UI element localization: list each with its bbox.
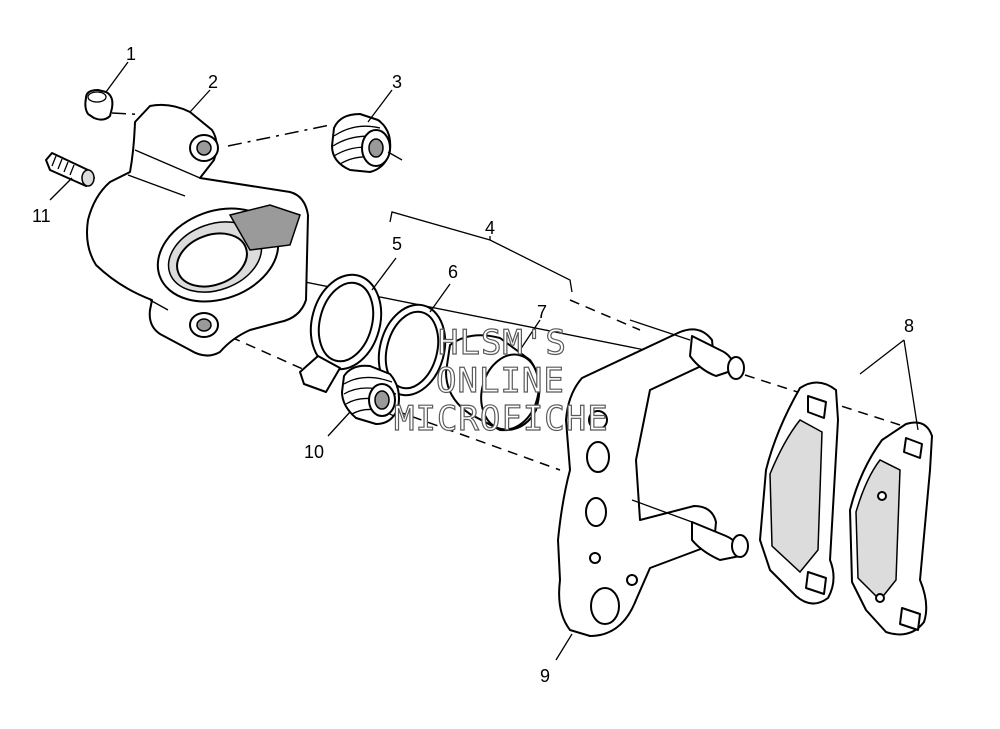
part-label-11: 11 bbox=[32, 206, 51, 226]
part-label-7: 7 bbox=[537, 302, 547, 322]
part-label-1: 1 bbox=[126, 44, 136, 64]
watermark: HLSM'S ONLINE MICROFICHE bbox=[393, 322, 609, 439]
watermark-line-2: ONLINE bbox=[436, 361, 565, 401]
part-label-8: 8 bbox=[904, 316, 914, 336]
part-label-10: 10 bbox=[304, 442, 324, 462]
part-label-6: 6 bbox=[448, 262, 458, 282]
part-label-2: 2 bbox=[208, 72, 218, 92]
dust-seal bbox=[377, 303, 447, 397]
bleeder-cap bbox=[84, 89, 114, 121]
part-label-5: 5 bbox=[392, 234, 402, 254]
brake-pad-inner bbox=[759, 381, 839, 605]
caliper-housing bbox=[86, 103, 309, 357]
brake-pad-outer bbox=[849, 421, 933, 636]
piston bbox=[445, 334, 541, 432]
part-label-9: 9 bbox=[540, 666, 550, 686]
part-label-3: 3 bbox=[392, 72, 402, 92]
part-number-labels: 1 2 3 4 5 6 7 8 9 10 11 bbox=[32, 44, 914, 686]
leader-lines bbox=[49, 61, 919, 661]
slide-pin-lower bbox=[299, 355, 400, 425]
watermark-line-3: MICROFICHE bbox=[394, 399, 609, 439]
watermark-line-1: HLSM'S bbox=[438, 323, 567, 363]
slide-boot-upper bbox=[331, 113, 403, 173]
part-label-4: 4 bbox=[485, 218, 495, 238]
bleeder-screw bbox=[45, 152, 95, 187]
mounting-bracket bbox=[557, 319, 749, 637]
